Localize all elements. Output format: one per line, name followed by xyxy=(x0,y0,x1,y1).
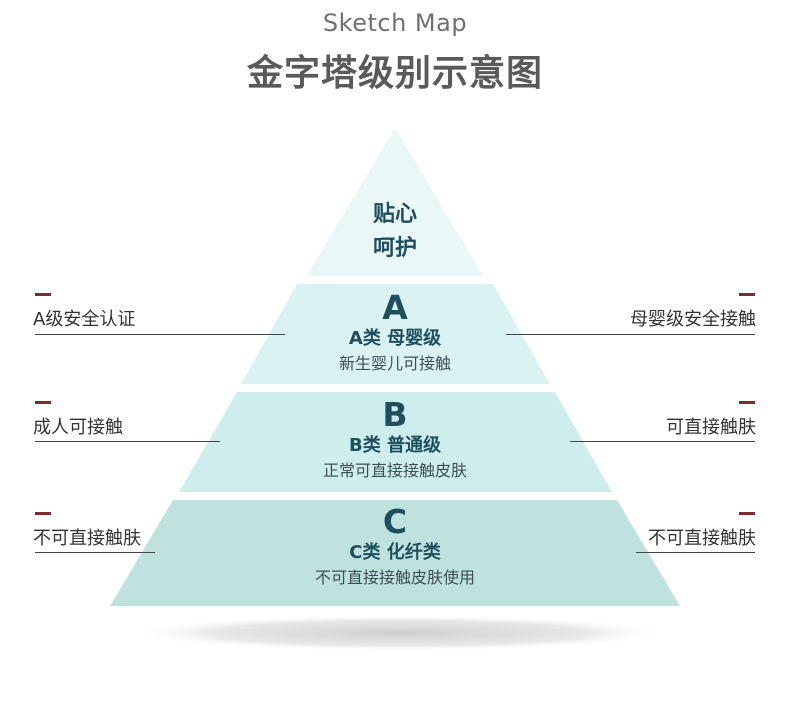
left-label-a: A级安全认证 xyxy=(33,309,136,330)
right-label-b: 可直接触肤 xyxy=(666,417,756,438)
left-label-b: 成人可接触 xyxy=(33,417,123,438)
left-accent-dash-a xyxy=(35,293,51,296)
tier-class-label: C类 化纤类 xyxy=(349,542,441,563)
tier-top-line1: 贴心 xyxy=(372,202,417,227)
left-accent-dash-c xyxy=(35,512,51,515)
left-accent-dash-b xyxy=(35,401,51,404)
page-title: 金字塔级别示意图 xyxy=(246,53,543,94)
tier-class-label: B类 普通级 xyxy=(349,435,441,456)
left-rule-b xyxy=(35,441,220,442)
right-label-a: 母婴级安全接触 xyxy=(630,309,756,330)
tier-a-shape xyxy=(241,284,550,384)
tier-letter: B xyxy=(382,395,408,434)
tier-a: A A类 母婴级 新生婴儿可接触 xyxy=(0,290,790,376)
tier-letter: A xyxy=(382,288,408,327)
tier-class-label: A类 母婴级 xyxy=(348,328,442,349)
subtitle: Sketch Map xyxy=(322,9,468,37)
tier-description: 新生婴儿可接触 xyxy=(338,354,451,373)
left-rule-c xyxy=(35,552,155,553)
right-accent-dash-a xyxy=(739,293,755,296)
left-rule-a xyxy=(35,334,285,335)
tier-b: B B类 普通级 正常可直接接触皮肤 xyxy=(0,397,790,483)
tier-c-shape xyxy=(110,500,680,606)
tier-top-label: 贴心 呵护 xyxy=(0,198,790,266)
right-label-c: 不可直接触肤 xyxy=(648,528,756,549)
tier-c: C C类 化纤类 不可直接接触皮肤使用 xyxy=(0,504,790,590)
tier-description: 正常可直接接触皮肤 xyxy=(322,461,467,480)
right-accent-dash-c xyxy=(739,512,755,515)
right-rule-b xyxy=(570,441,755,442)
tier-letter: C xyxy=(382,502,408,541)
left-label-c: 不可直接触肤 xyxy=(33,528,141,549)
right-accent-dash-b xyxy=(739,401,755,404)
pyramid-shadow xyxy=(130,615,670,651)
tier-top-line2: 呵护 xyxy=(372,236,417,261)
tier-top-shape xyxy=(307,128,483,276)
tier-b-shape xyxy=(179,392,612,492)
right-rule-c xyxy=(636,552,755,553)
right-rule-a xyxy=(506,334,755,335)
tier-description: 不可直接接触皮肤使用 xyxy=(314,568,475,587)
